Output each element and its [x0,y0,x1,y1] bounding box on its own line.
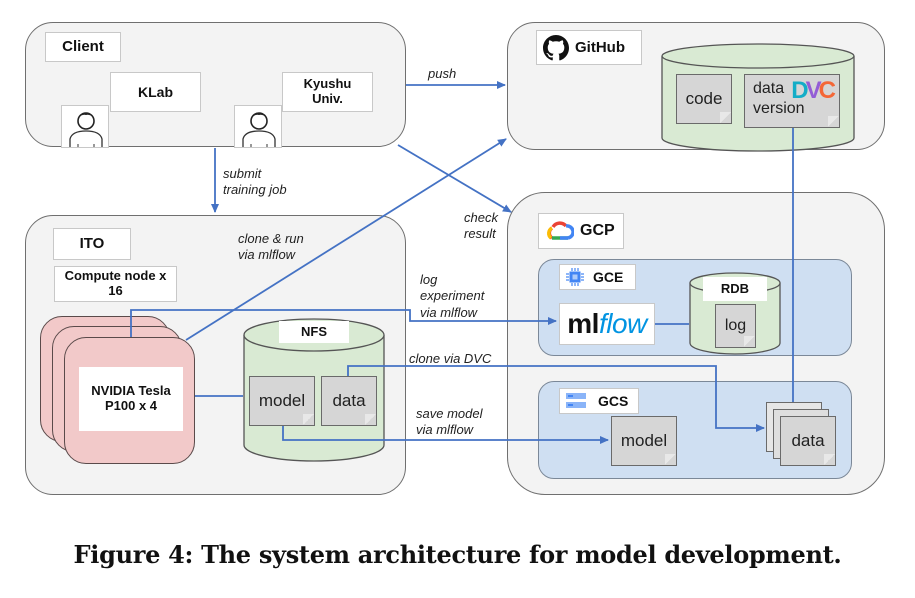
gcp-title: GCP [580,221,615,239]
nfs-title: NFS [279,321,349,343]
nfs-model-label: model [258,391,306,410]
user-kyushu-label: Kyushu Univ. [282,72,373,112]
page-fold-icon [303,414,314,425]
gpu-text: NVIDIA Tesla P100 x 4 [91,383,171,413]
edge-label-save-model: save model via mlflow [416,406,483,438]
chip-icon [566,268,584,286]
gce-title: GCE [593,268,624,285]
mlflow-logo: mlflow [567,307,647,340]
dvc-logo-icon: DVC [791,77,836,104]
nfs-model-doc: model [249,376,315,426]
edge-label-clone-dvc: clone via DVC [409,351,492,366]
figure-caption: Figure 4: The system architecture for mo… [73,540,842,569]
edge-label-push: push [428,66,457,81]
rdb-log-label: log [724,317,747,334]
edge-label-clone-run: clone & run via mlflow [238,231,304,263]
client-title: Client [45,32,121,62]
gcs-model-label: model [620,431,668,450]
edge-label-check-result: check result [464,210,498,242]
gcs-data-label: data [791,431,825,450]
rdb-log-doc: log [715,304,756,348]
compute-node-text: Compute node x 16 [64,268,167,298]
gce-title-box: GCE [559,264,636,290]
page-fold-icon [720,112,731,123]
github-title: GitHub [575,38,625,56]
edge-check-result [397,144,512,213]
mlflow-logo-box: mlflow [559,303,655,345]
edge-label-log-experiment: log experiment via mlflow [420,272,485,320]
page-fold-icon [665,454,676,465]
github-data-version-doc: data version DVC [744,74,840,128]
compute-node-label: Compute node x 16 [54,266,177,302]
google-cloud-icon [547,221,574,240]
person-icon [242,112,276,147]
nfs-data-label: data [332,391,366,410]
ito-title: ITO [53,228,131,260]
person-icon [69,112,103,147]
gcs-model-doc: model [611,416,677,466]
storage-icon [566,393,586,408]
gcp-title-box: GCP [538,213,624,249]
github-icon [543,34,569,60]
github-code-doc: code [676,74,732,124]
gpu-label: NVIDIA Tesla P100 x 4 [79,367,183,431]
edge-label-submit: submit training job [223,166,287,198]
gcs-title: GCS [598,392,629,409]
page-fold-icon [824,454,835,465]
page-fold-icon [744,336,755,347]
gcs-title-box: GCS [559,388,639,414]
mlflow-ml: ml [567,307,599,339]
mlflow-flow: flow [598,307,647,339]
user-kyushu-text: Kyushu Univ. [303,76,352,106]
user-klab-label: KLab [110,72,201,112]
github-data-version-label: data version [753,80,805,117]
user-klab-avatar [61,105,109,148]
user-kyushu-avatar [234,105,282,148]
rdb-title: RDB [703,277,767,301]
nfs-data-doc: data [321,376,377,426]
gcs-data-doc: data [780,416,836,466]
github-code-label: code [685,89,723,108]
page-fold-icon [828,116,839,127]
page-fold-icon [365,414,376,425]
github-title-box: GitHub [536,30,642,65]
